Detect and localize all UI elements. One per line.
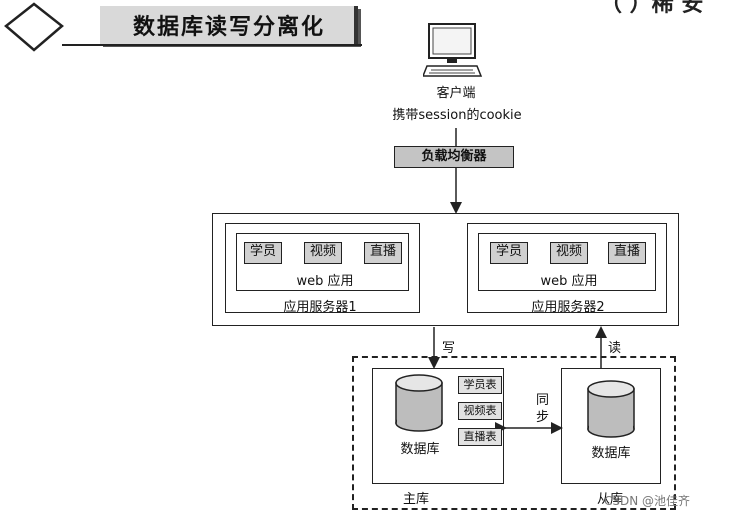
web-app-2 — [478, 233, 656, 291]
title-banner — [100, 6, 358, 44]
module-student-2: 学员 — [490, 242, 528, 264]
app-server-1 — [225, 223, 420, 313]
app-server-cluster — [212, 213, 679, 326]
master-db-label: 数据库 — [400, 442, 440, 457]
database-icon — [395, 374, 443, 432]
corner-text: （ ）稀 安 — [600, 0, 704, 17]
table-student: 学员表 — [458, 376, 502, 394]
app-server-name-1: 应用服务器1 — [283, 300, 357, 315]
sync-label: 同 步 — [536, 393, 550, 425]
module-student-1: 学员 — [244, 242, 282, 264]
slave-db-label: 数据库 — [591, 446, 631, 461]
module-live-1: 直播 — [364, 242, 402, 264]
database-cluster — [352, 356, 676, 510]
page-title: 数据库读写分离化 — [132, 15, 325, 40]
slave-db-box — [561, 368, 661, 484]
module-video-2: 视频 — [550, 242, 588, 264]
slave-caption: 从库 — [596, 492, 623, 507]
web-app-label-1: web 应用 — [296, 274, 354, 289]
load-balancer: 负载均衡器 — [394, 146, 514, 168]
module-video-1: 视频 — [304, 242, 342, 264]
watermark: CSDN @池佳齐 — [604, 494, 691, 508]
master-caption: 主库 — [402, 492, 429, 507]
master-db-box — [372, 368, 504, 484]
web-app-1 — [236, 233, 409, 291]
app-server-name-2: 应用服务器2 — [531, 300, 605, 315]
client-label: 客户端 — [436, 86, 476, 101]
read-label: 读 — [608, 341, 622, 356]
module-live-2: 直播 — [608, 242, 646, 264]
database-icon — [587, 380, 635, 438]
app-server-2 — [467, 223, 667, 313]
title-underline — [62, 44, 362, 46]
client-sublabel: 携带session的cookie — [392, 108, 522, 123]
table-live: 直播表 — [458, 428, 502, 446]
write-label: 写 — [442, 341, 456, 356]
table-video: 视频表 — [458, 402, 502, 420]
computer-icon — [423, 23, 483, 77]
diamond-icon — [4, 2, 64, 52]
web-app-label-2: web 应用 — [540, 274, 598, 289]
